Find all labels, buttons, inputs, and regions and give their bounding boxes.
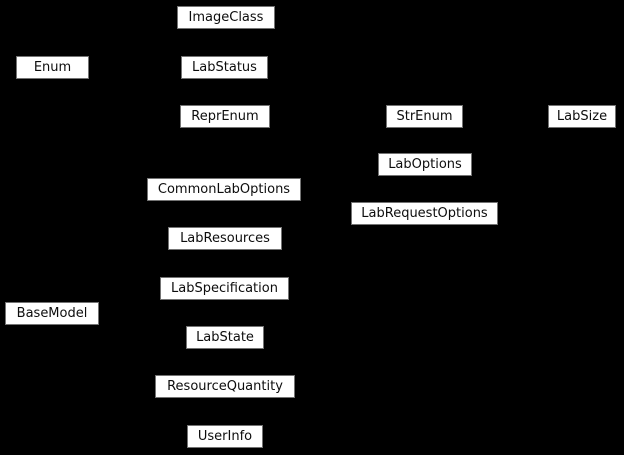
node-labrequestoptions[interactable]: LabRequestOptions bbox=[351, 202, 498, 225]
node-resourcequantity[interactable]: ResourceQuantity bbox=[155, 375, 295, 398]
node-labspecification[interactable]: LabSpecification bbox=[160, 277, 289, 300]
node-reprenum[interactable]: ReprEnum bbox=[180, 105, 270, 128]
node-labstatus[interactable]: LabStatus bbox=[181, 56, 268, 79]
node-commonlaboptions[interactable]: CommonLabOptions bbox=[147, 178, 301, 201]
node-userinfo[interactable]: UserInfo bbox=[187, 425, 263, 448]
node-labstate[interactable]: LabState bbox=[186, 326, 264, 349]
node-basemodel[interactable]: BaseModel bbox=[5, 302, 99, 325]
node-imageclass[interactable]: ImageClass bbox=[177, 6, 275, 29]
node-enum[interactable]: Enum bbox=[16, 56, 89, 79]
node-labsize[interactable]: LabSize bbox=[548, 105, 616, 128]
node-strenum[interactable]: StrEnum bbox=[386, 105, 463, 128]
node-laboptions[interactable]: LabOptions bbox=[378, 153, 472, 176]
node-labresources[interactable]: LabResources bbox=[168, 227, 282, 250]
